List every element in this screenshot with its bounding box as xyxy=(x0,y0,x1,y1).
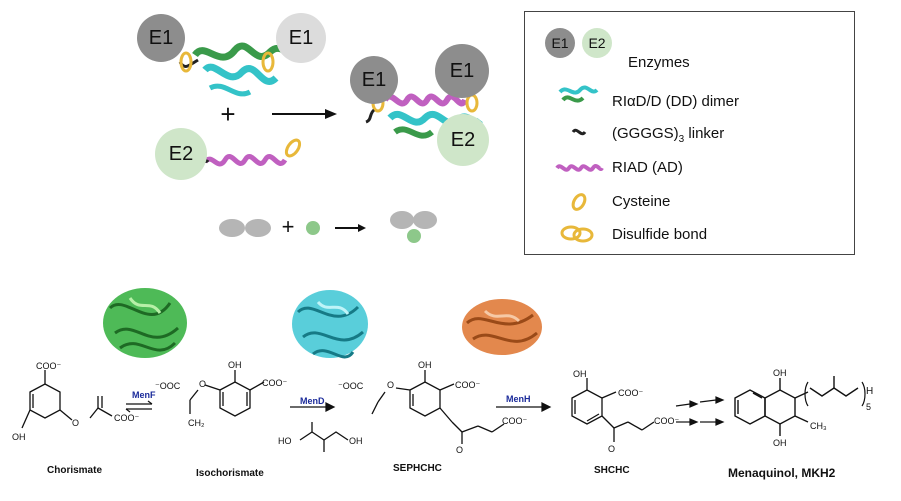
multi-step-arrows xyxy=(675,396,725,426)
chem-text: O xyxy=(387,380,394,390)
menaquinol-structure xyxy=(734,376,859,436)
menaquinol-subscript: 5 xyxy=(866,402,871,412)
chem-text: COO⁻ xyxy=(502,416,528,426)
plus-sign: + xyxy=(220,99,235,129)
enzyme-e2-free: E2 xyxy=(155,128,207,180)
scaffold-schematic: + + xyxy=(178,42,483,243)
legend-riad-text: RIAD (AD) xyxy=(612,159,683,176)
chem-text: COO⁻ xyxy=(618,388,644,398)
chem-text: HO xyxy=(278,436,292,446)
chem-text: CH₂ xyxy=(188,418,205,428)
legend-cysteine-text: Cysteine xyxy=(612,193,671,210)
mini-scheme: + xyxy=(219,211,437,243)
legend-e1-swatch: E1 xyxy=(545,28,575,58)
riad-icon xyxy=(555,164,604,172)
enzyme-e1-complex-left: E1 xyxy=(350,56,398,104)
compound-sephchc: SEPHCHC xyxy=(393,463,442,474)
legend-enzymes-text: Enzymes xyxy=(628,54,690,71)
menh-structure-image xyxy=(462,299,542,355)
chem-text: COO⁻ xyxy=(654,416,680,426)
chem-text: O xyxy=(608,444,615,454)
chem-text: OH xyxy=(573,369,587,379)
shchc-structure xyxy=(571,378,655,442)
oxoglutarate-structure xyxy=(299,422,349,452)
isochorismate-structure xyxy=(189,370,265,417)
enzyme-label-mend: MenD xyxy=(300,396,325,406)
sephchc-structure xyxy=(371,370,505,444)
compound-isochorismate: Isochorismate xyxy=(196,468,264,479)
enzyme-e2-complex: E2 xyxy=(437,114,489,166)
svg-text:+: + xyxy=(282,214,295,239)
chem-text: OH xyxy=(12,432,26,442)
chem-text: O xyxy=(456,445,463,455)
legend-disulfide-text: Disulfide bond xyxy=(612,226,708,243)
cysteine-icon xyxy=(571,193,587,211)
chem-text: OH xyxy=(773,368,787,378)
chem-text: ⁻OOC xyxy=(155,381,181,391)
enzyme-e1-left: E1 xyxy=(137,14,185,62)
chem-text: COO⁻ xyxy=(262,378,288,388)
pathway-structures: COO⁻ O COO⁻ OH OH COO⁻ ⁻OOC O CH₂ HO OH xyxy=(12,360,873,455)
compound-shchc: SHCHC xyxy=(594,465,630,476)
enzyme-e1-complex-right: E1 xyxy=(435,44,489,98)
riad-helix-free xyxy=(193,138,302,167)
menf-structure-image xyxy=(103,288,187,358)
linker-icon xyxy=(571,128,587,136)
legend-symbols xyxy=(555,85,604,243)
chorismate-structure xyxy=(21,370,113,429)
chem-text: OH xyxy=(228,360,242,370)
chem-text: CH₃ xyxy=(810,421,827,431)
enzyme-label-menh: MenH xyxy=(506,394,531,404)
compound-menaquinol: Menaquinol, MKH2 xyxy=(728,466,836,480)
enzyme-label-menf: MenF xyxy=(132,390,156,400)
compound-chorismate: Chorismate xyxy=(47,465,103,476)
disulfide-icon xyxy=(560,225,594,243)
mend-structure-image xyxy=(292,290,368,359)
legend-e2-swatch: E2 xyxy=(582,28,612,58)
chem-text: COO⁻ xyxy=(455,380,481,390)
chem-text: COO⁻ xyxy=(36,361,62,371)
legend-dimer-text: RIαD/D (DD) dimer xyxy=(612,93,740,110)
chem-text: H xyxy=(866,386,873,397)
legend-linker-text: (GGGGS)3 linker xyxy=(612,125,725,145)
menh-arrow xyxy=(496,402,552,412)
menf-arrow xyxy=(125,400,153,413)
chem-text: O xyxy=(199,379,206,389)
chem-text: ⁻OOC xyxy=(338,381,364,391)
chem-text: O xyxy=(72,418,79,428)
chem-text: OH xyxy=(418,360,432,370)
chem-text: OH xyxy=(773,438,787,448)
chem-text: OH xyxy=(349,436,363,446)
dimer-icon xyxy=(558,85,599,103)
enzyme-e1-right: E1 xyxy=(276,13,326,63)
chem-text: COO⁻ xyxy=(114,413,140,423)
mend-arrow xyxy=(290,402,336,412)
